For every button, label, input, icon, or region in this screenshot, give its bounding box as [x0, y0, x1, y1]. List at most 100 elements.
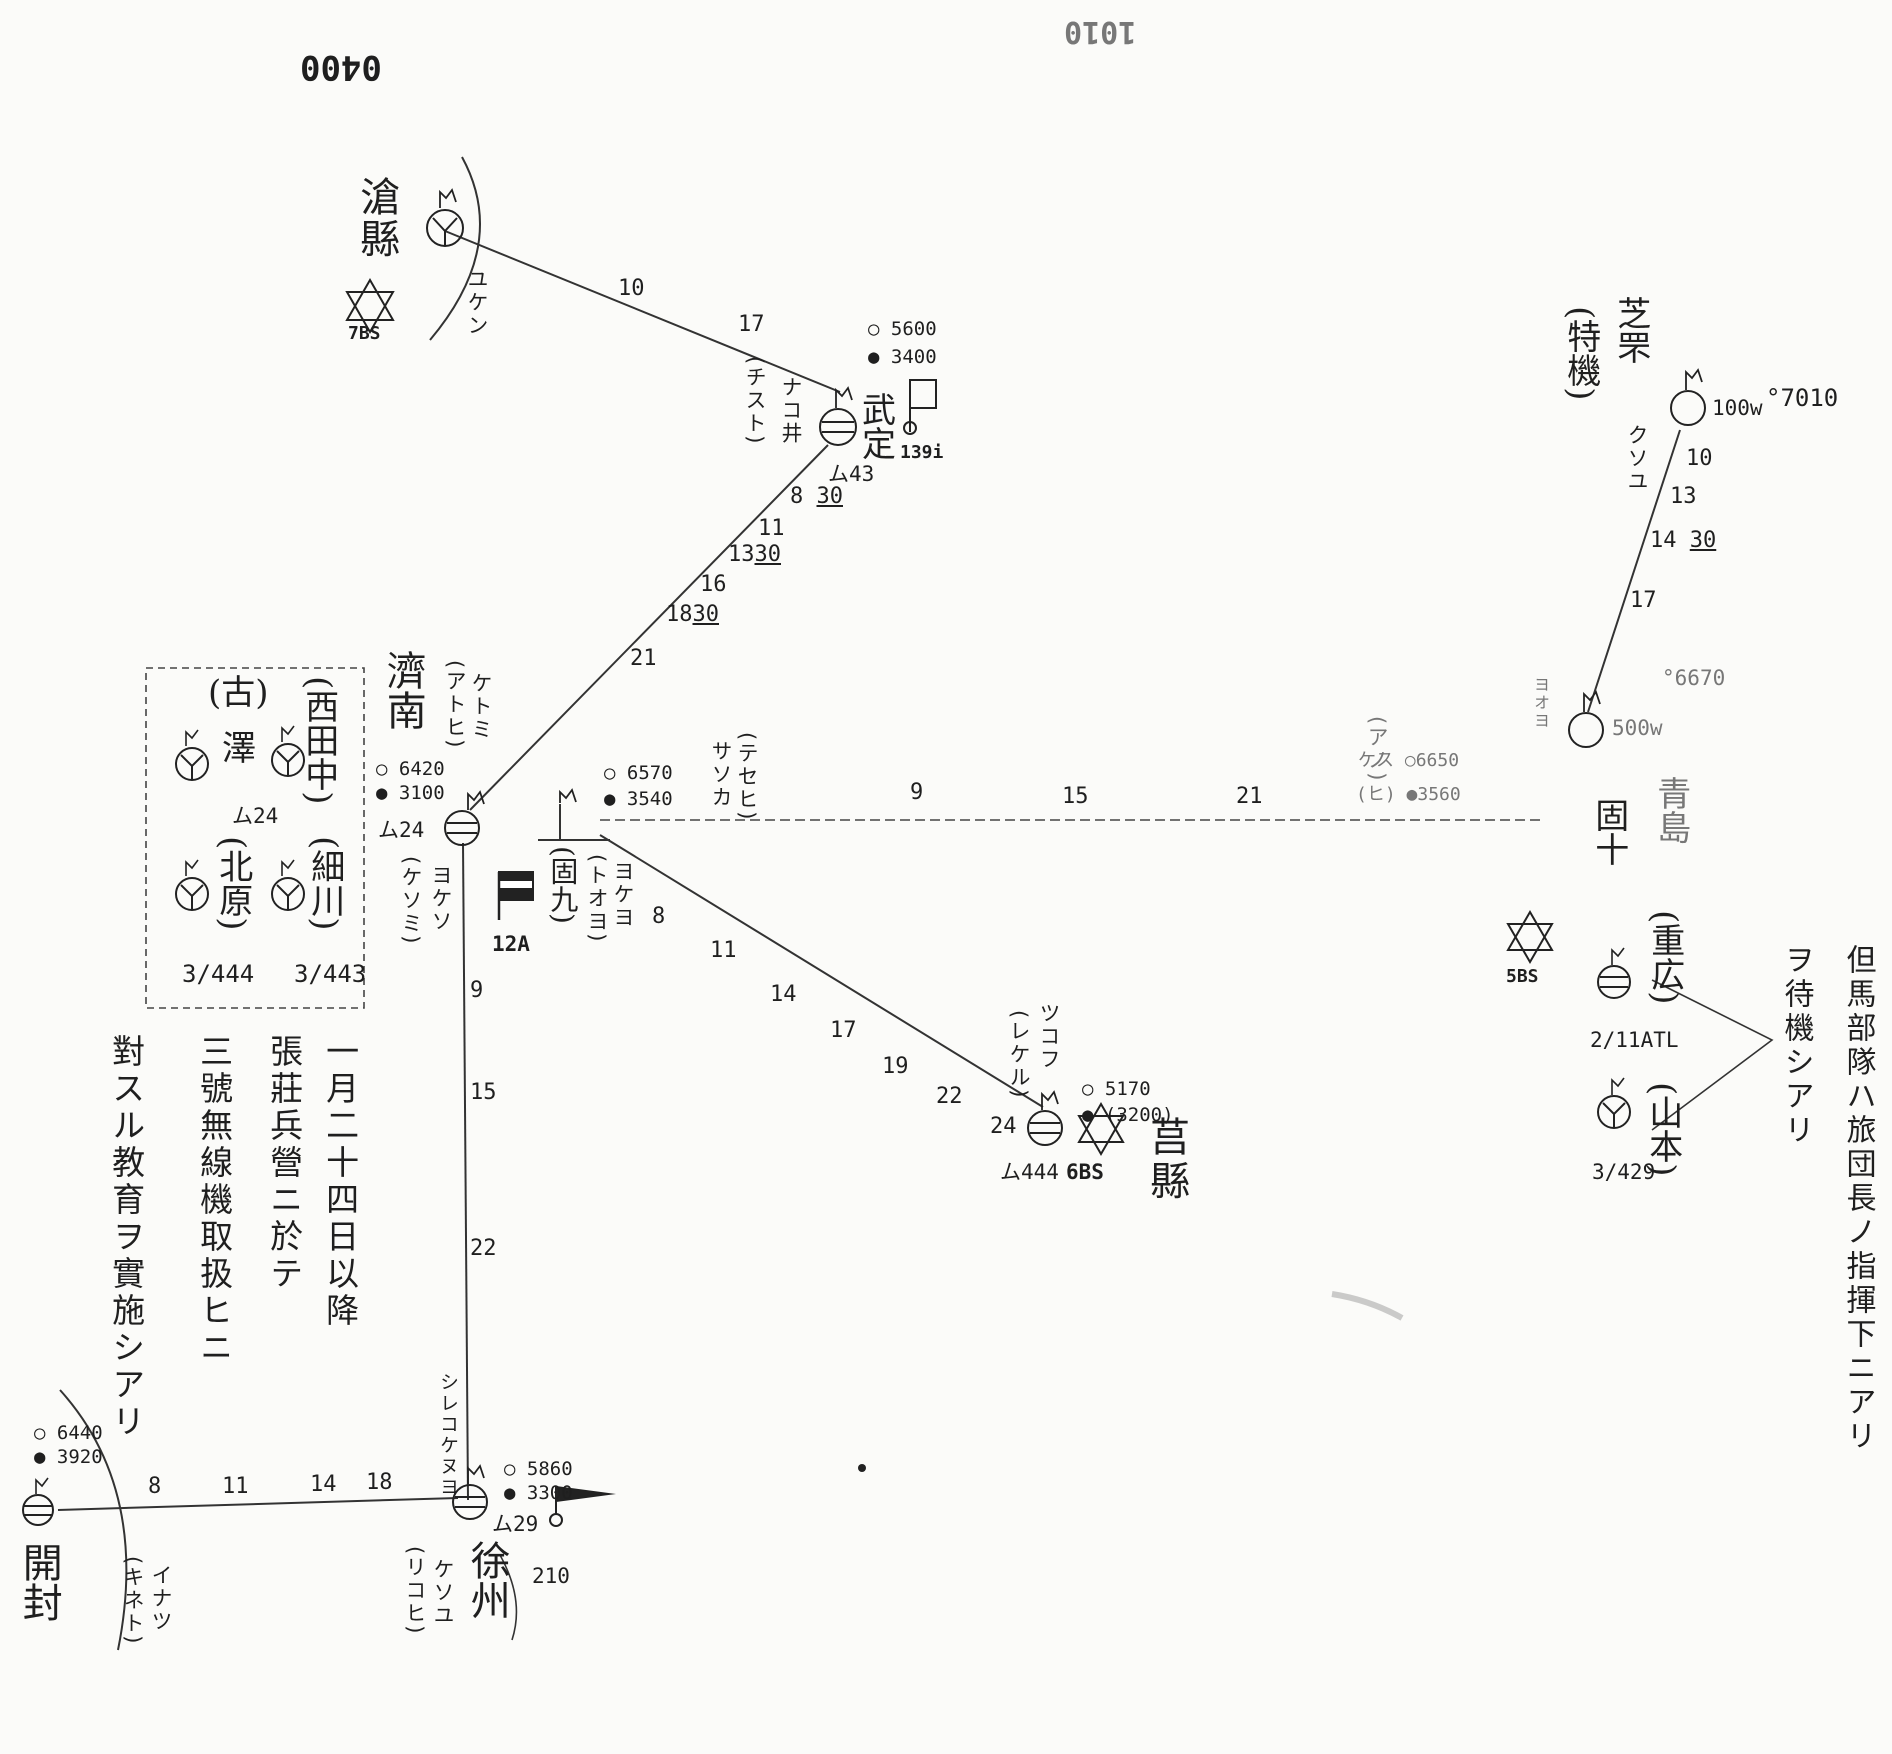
link-kaifeng-xuzhou-time-4: 18 — [366, 1470, 393, 1495]
station-wuding-freq-2: ● 3400 — [868, 346, 937, 368]
star-icon-6bs — [1077, 1102, 1125, 1156]
station-wuding-symbol — [819, 386, 857, 446]
station-kaifeng-call-alt: (キネト) — [121, 1556, 145, 1646]
station-kaifeng-name: 開封 — [15, 1542, 62, 1622]
station-qingdao-name: 青島 — [1650, 776, 1691, 844]
station-wuding-code: ム43 — [828, 462, 875, 486]
station-tokki-lower-symbol — [1568, 690, 1604, 748]
hub-call-alt: (テセヒ) — [735, 732, 759, 822]
qingdao-sub-code-1: 2/11ATL — [1590, 1028, 1679, 1052]
link-cangxian-wuding — [444, 230, 841, 393]
link-kaifeng-xuzhou-time-3: 14 — [310, 1472, 337, 1497]
station-juxian-freq-2: ● (3200) — [1082, 1104, 1174, 1126]
station-juxian-name-b: 縣 — [1150, 1159, 1190, 1205]
note-line-2: 張莊兵營ニ於テ — [264, 1034, 304, 1293]
station-tokki-paren: (特機) — [1560, 306, 1601, 401]
unit-label-139i: 139i — [900, 442, 944, 463]
station-jinan-name: 濟南 — [379, 650, 426, 730]
group-box — [145, 667, 365, 1009]
star-icon-7bs — [345, 277, 395, 335]
station-wuding-name-b: 定 — [862, 425, 896, 465]
group-station-b — [271, 725, 305, 777]
hub-call-lower: ヨケヨ — [611, 860, 635, 929]
station-wuding-name-a: 武 — [862, 391, 896, 431]
link-kaifeng-xuzhou-time-1: 8 — [148, 1474, 162, 1499]
link-hub-juxian-time-5: 19 — [882, 1054, 909, 1079]
group-code-right: 3/443 — [294, 960, 367, 988]
group-station-d — [271, 859, 305, 911]
range-arc-kaifeng — [59, 1389, 128, 1651]
station-juxian-name-a: 莒 — [1150, 1115, 1190, 1161]
link-hub-juxian-time-3: 14 — [770, 982, 797, 1007]
unit-label-5bs: 5BS — [1506, 966, 1539, 987]
link-wuding-jinan — [469, 444, 829, 811]
hub-antenna — [538, 804, 610, 841]
hub-call: サソカ — [709, 740, 733, 809]
station-xuzhou-call-lower: ケソユ — [431, 1558, 455, 1627]
right-note-b: 但馬部隊ハ旅団長ノ指揮下ニアリ — [1840, 944, 1876, 1454]
link-hub-juxian — [599, 834, 1044, 1108]
link-wuding-jinan-time-4: 16 — [700, 572, 727, 597]
link-kaifeng-xuzhou — [57, 1497, 459, 1511]
note-line-3: 三號無線機取扱ヒニ — [194, 1034, 234, 1367]
qingdao-sub-name-1: (重広) — [1644, 910, 1685, 1005]
qingdao-sub-bracket — [1651, 979, 1774, 1131]
station-jinan-freq-2: ● 3100 — [376, 782, 445, 804]
station-wuding-call-alt: (チスト) — [743, 356, 767, 446]
link-wuding-jinan-time-2: 11 — [758, 516, 785, 541]
station-qingdao-freq-2: (ヒ) ●3560 — [1356, 784, 1461, 805]
time-label-center: 1010 — [1064, 14, 1137, 49]
station-xuzhou-freq-1: ○ 5860 — [504, 1458, 573, 1480]
group-station-name-4: (北原) — [212, 836, 253, 931]
link-jinan-xuzhou-time-3: 22 — [470, 1236, 497, 1261]
station-kaifeng-call: イナツ — [149, 1564, 173, 1633]
time-label-left: 0400 — [300, 47, 382, 87]
link-wuding-jinan-time-5: 1830 — [666, 602, 719, 627]
station-cangxian-symbol — [426, 188, 464, 247]
unit-label-6bs: 6BS — [1066, 1160, 1104, 1184]
qingdao-sub-code-2: 3/429 — [1592, 1160, 1656, 1184]
hub-call-lower-alt: (トオヨ) — [585, 854, 609, 944]
group-code-left: 3/444 — [182, 960, 255, 988]
link-tokki-time-3: 14 30 — [1650, 528, 1717, 553]
link-cangxian-wuding-time-2: 17 — [738, 312, 765, 337]
station-juxian-call-alt: (レケル) — [1007, 1010, 1031, 1100]
station-xuzhou-call-lower-alt: (リコヒ) — [403, 1546, 427, 1636]
group-station-a — [175, 729, 209, 781]
station-tokki-freq: °7010 — [1766, 384, 1839, 412]
station-kaifeng-freq-2: ● 3920 — [34, 1446, 103, 1468]
station-tokki-call: クソユ — [1625, 424, 1649, 493]
qingdao-sub-name-2: (山本) — [1642, 1082, 1683, 1177]
link-hub-juxian-time-2: 11 — [710, 938, 737, 963]
range-arc-xuzhou — [499, 1554, 518, 1641]
note-line-1: 一月二十四日以降 — [320, 1034, 360, 1330]
star-icon-5bs — [1506, 910, 1554, 964]
link-jinan-xuzhou-time-2: 15 — [470, 1080, 497, 1105]
stray-smudge — [1331, 1291, 1404, 1321]
unit-label-12a: 12A — [492, 932, 530, 956]
link-kaifeng-xuzhou-time-2: 11 — [222, 1474, 249, 1499]
station-juxian-freq-1: ○ 5170 — [1082, 1078, 1151, 1100]
link-tokki-time-4: 17 — [1630, 588, 1657, 613]
station-kaifeng-freq-1: ○ 6440 — [34, 1422, 103, 1444]
group-station-name-3: 澤 — [222, 729, 256, 769]
hub-call-sign-mark — [559, 788, 577, 803]
link-jinan-xuzhou-time-1: 9 — [470, 978, 484, 1003]
station-tokki-lower-call: ヨオヨ — [1531, 676, 1550, 730]
qingdao-sub-station-2 — [1597, 1077, 1631, 1129]
link-tokki-time-2: 13 — [1670, 484, 1697, 509]
link-hub-juxian-time-4: 17 — [830, 1018, 857, 1043]
station-kaifeng-symbol — [22, 1477, 54, 1526]
station-juxian-call: ツコフ — [1037, 1002, 1061, 1071]
flag-icon-12a — [497, 871, 534, 920]
station-xuzhou-code: ム29 — [492, 1512, 539, 1536]
unit-label-7bs: 7BS — [348, 323, 381, 344]
station-jinan-call: ケトミ — [469, 672, 493, 741]
station-cangxian-name-a: 滄 — [360, 175, 400, 221]
link-wuding-jinan-time-3: 1330 — [728, 542, 781, 567]
note-line-4: 對スル教育ヲ實施シアリ — [106, 1034, 146, 1441]
unit-label-210: 210 — [532, 1564, 570, 1588]
station-tokki-lower-freq: °6670 — [1662, 666, 1726, 690]
station-jinan-code: ム24 — [378, 818, 425, 842]
